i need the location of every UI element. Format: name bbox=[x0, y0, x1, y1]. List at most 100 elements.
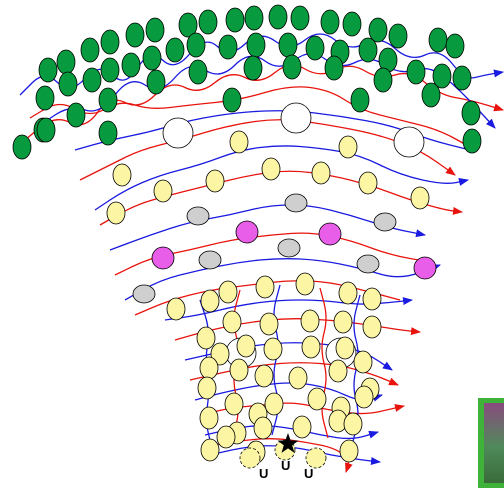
star-icon bbox=[277, 433, 299, 453]
green-bead bbox=[406, 59, 426, 85]
strand-mid-6 bbox=[114, 232, 431, 276]
green-bead bbox=[98, 120, 118, 146]
gray-bead bbox=[356, 254, 380, 274]
green-bead bbox=[350, 87, 370, 113]
green-bead bbox=[244, 5, 264, 31]
yellow-bead bbox=[222, 310, 242, 334]
yellow-bead bbox=[205, 169, 225, 193]
yellow-bead bbox=[311, 161, 331, 185]
green-bead bbox=[56, 49, 76, 75]
yellow-bead bbox=[335, 336, 355, 360]
yellow-bead bbox=[229, 130, 249, 154]
green-bead bbox=[358, 37, 378, 63]
u-label-center: U bbox=[281, 458, 290, 473]
yellow-bead bbox=[410, 186, 430, 210]
yellow-bead bbox=[295, 272, 315, 296]
green-bead bbox=[342, 11, 362, 37]
strand-low-1 bbox=[164, 297, 413, 321]
yellow-bead bbox=[300, 309, 320, 333]
yellow-bead bbox=[200, 438, 220, 462]
gray-bead bbox=[284, 193, 308, 213]
green-bead bbox=[432, 63, 452, 89]
green-bead bbox=[142, 45, 162, 71]
pink-bead bbox=[318, 222, 342, 246]
yellow-bead bbox=[200, 289, 220, 313]
gray-bead bbox=[132, 284, 156, 304]
green-bead bbox=[82, 67, 102, 93]
yellow-bead bbox=[339, 439, 359, 463]
green-bead bbox=[66, 102, 86, 128]
green-bead bbox=[320, 9, 340, 35]
green-bead bbox=[145, 17, 165, 43]
yellow-bead bbox=[197, 376, 217, 400]
green-bead bbox=[246, 32, 266, 58]
yellow-bead bbox=[229, 358, 249, 382]
strand-vert-3 bbox=[271, 284, 281, 436]
gray-bead bbox=[198, 250, 222, 270]
yellow-bead bbox=[210, 342, 230, 366]
green-bead bbox=[282, 54, 302, 80]
pink-bead bbox=[413, 256, 437, 280]
strand-mid-4 bbox=[99, 170, 463, 226]
green-bead bbox=[268, 4, 288, 30]
yellow-bead bbox=[112, 163, 132, 187]
gray-bead bbox=[373, 212, 397, 232]
green-bead bbox=[388, 23, 408, 49]
dashed-yellow-bead bbox=[239, 447, 261, 469]
bead-layer bbox=[12, 4, 482, 469]
pink-bead bbox=[151, 246, 175, 270]
green-bead bbox=[100, 29, 120, 55]
green-bead bbox=[188, 59, 208, 85]
yellow-bead bbox=[328, 359, 348, 383]
green-bead bbox=[12, 134, 32, 160]
yellow-bead bbox=[343, 412, 363, 436]
yellow-bead bbox=[255, 275, 275, 299]
open-ring bbox=[393, 126, 425, 158]
green-bead bbox=[290, 5, 310, 31]
green-bead bbox=[243, 55, 263, 81]
yellow-bead bbox=[153, 179, 173, 203]
open-ring bbox=[280, 102, 312, 134]
green-bead bbox=[462, 128, 482, 154]
strand-low-8 bbox=[209, 445, 381, 465]
green-bead bbox=[35, 85, 55, 111]
yellow-bead bbox=[353, 350, 373, 374]
open-ring bbox=[162, 117, 194, 149]
yellow-bead bbox=[106, 201, 126, 225]
green-bead bbox=[100, 57, 120, 83]
strand-vert-4 bbox=[319, 287, 329, 439]
yellow-bead bbox=[358, 171, 378, 195]
green-bead bbox=[121, 52, 141, 78]
green-bead bbox=[421, 82, 441, 108]
green-bead bbox=[80, 37, 100, 63]
yellow-bead bbox=[333, 310, 353, 334]
green-bead bbox=[373, 67, 393, 93]
green-bead bbox=[178, 12, 198, 38]
yellow-bead bbox=[199, 406, 219, 430]
mark-layer: U U U bbox=[259, 433, 313, 481]
yellow-bead bbox=[338, 281, 358, 305]
yellow-bead bbox=[196, 326, 216, 350]
green-bead bbox=[218, 34, 238, 60]
pink-bead bbox=[235, 220, 259, 244]
yellow-bead bbox=[307, 387, 327, 411]
yellow-bead bbox=[264, 392, 284, 416]
green-bead bbox=[165, 37, 185, 63]
green-bead bbox=[186, 32, 206, 58]
green-bead bbox=[225, 7, 245, 33]
yellow-bead bbox=[216, 425, 236, 449]
yellow-bead bbox=[362, 315, 382, 339]
corner-thumbnail-image bbox=[484, 403, 504, 483]
yellow-bead bbox=[362, 287, 382, 311]
green-bead bbox=[428, 27, 448, 53]
green-bead bbox=[146, 69, 166, 95]
green-bead bbox=[58, 71, 78, 97]
green-bead bbox=[461, 100, 481, 126]
yellow-bead bbox=[354, 385, 374, 409]
green-bead bbox=[36, 117, 56, 143]
yellow-bead bbox=[236, 334, 256, 358]
green-bead bbox=[305, 35, 325, 61]
green-bead bbox=[324, 55, 344, 81]
yellow-bead bbox=[301, 335, 321, 359]
yellow-bead bbox=[253, 416, 273, 440]
